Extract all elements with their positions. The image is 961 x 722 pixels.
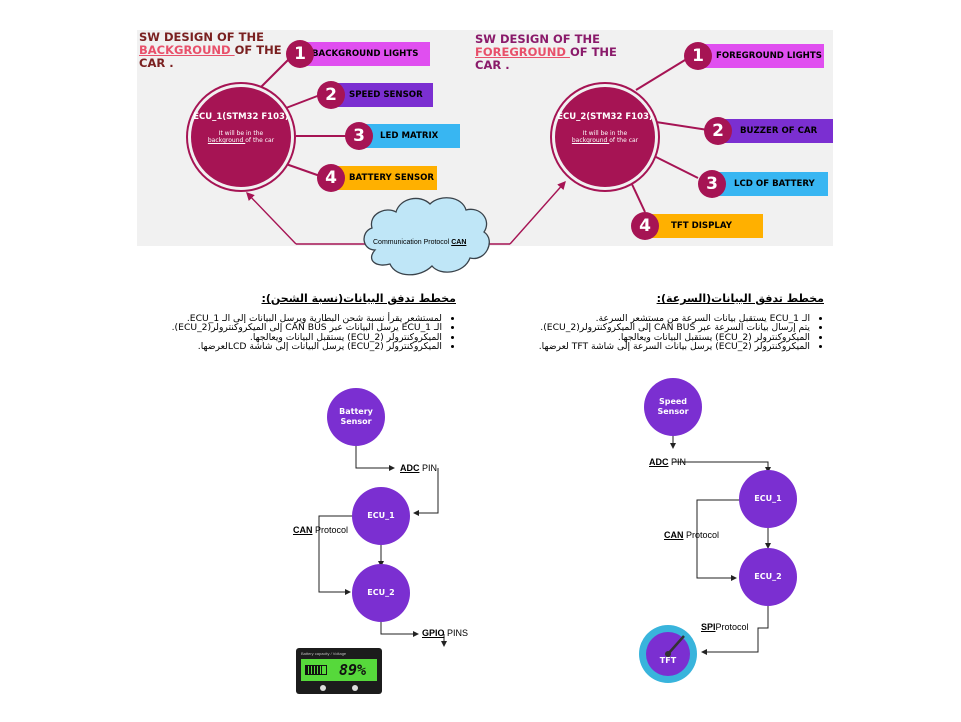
- ecu-desc: of the car: [609, 137, 639, 144]
- cloud-label-can: CAN: [451, 239, 467, 246]
- ecu2-node: ECU_2: [739, 548, 797, 606]
- pill-led-matrix: LED MATRIX: [360, 124, 460, 148]
- ecu-desc: of the car: [245, 137, 275, 144]
- spi-protocol-label: SPIProtocol: [701, 622, 749, 632]
- pill-label: TFT DISPLAY: [671, 221, 732, 231]
- pill-label: BUZZER OF CAR: [740, 126, 818, 136]
- title-rest: OF THE: [234, 43, 282, 57]
- lcd-button: [352, 685, 358, 691]
- label-rest: PIN: [419, 463, 438, 473]
- label-rest: Protocol: [683, 530, 720, 540]
- ecu1-title: ECU_1(STM32 F103): [193, 112, 289, 122]
- list-item: يتم إرسال بيانات السرعة عبر CAN BUS إلى …: [539, 323, 810, 333]
- badge-3: 3: [698, 170, 726, 198]
- pill-battery-sensor: BATTERY SENSOR: [333, 166, 437, 190]
- list-item: الميكروكنترولر (ECU_2) يرسل البيانات إلى…: [172, 342, 442, 352]
- pill-tft-display: TFT DISPLAY: [645, 214, 763, 238]
- can-protocol-label: CAN Protocol: [664, 530, 719, 540]
- label-bold: ADC: [400, 463, 420, 473]
- badge-1: 1: [684, 42, 712, 70]
- pill-lcd-battery: LCD OF BATTERY: [712, 172, 828, 196]
- label-rest: Protocol: [715, 622, 749, 632]
- pill-label: SPEED SENSOR: [349, 90, 423, 100]
- ecu1-node: ECU_1: [352, 487, 410, 545]
- badge-4: 4: [631, 212, 659, 240]
- label-bold: ADC: [649, 457, 669, 467]
- pill-speed-sensor: SPEED SENSOR: [333, 83, 433, 107]
- pill-label: LCD OF BATTERY: [734, 179, 815, 189]
- battery-level-icon: [305, 665, 327, 675]
- battery-flow-bullets: لمستشعر يقرأ نسبة شحن البطارية ويرسل الب…: [172, 314, 456, 352]
- battery-sensor-node: Battery Sensor: [327, 388, 385, 446]
- adc-pin-label: ADC PIN: [400, 463, 437, 473]
- pill-background-lights: BACKGROUND LIGHTS: [302, 42, 430, 66]
- ecu1-node: ECU_1: [739, 470, 797, 528]
- title-underlined: FOREGROUND: [475, 45, 570, 59]
- lcd-button: [320, 685, 326, 691]
- cloud-shape: [363, 197, 490, 276]
- pill-label: BATTERY SENSOR: [349, 173, 435, 183]
- tft-gauge-icon: [639, 625, 697, 683]
- title-line: SW DESIGN OF THE: [139, 30, 264, 44]
- speed-sensor-node: Speed Sensor: [644, 378, 702, 436]
- cloud-label-text: Communication Protocol: [373, 239, 452, 246]
- badge-2: 2: [317, 81, 345, 109]
- title-rest: OF THE: [569, 45, 617, 59]
- title-line: CAR .: [139, 56, 174, 70]
- speed-flow-bullets: الـ ECU_1 يستقبل بيانات السرعة من مستشعر…: [539, 314, 824, 352]
- label-bold: SPI: [701, 622, 716, 632]
- title-line: CAR .: [475, 58, 510, 72]
- label-rest: Protocol: [312, 525, 349, 535]
- list-item: لمستشعر يقرأ نسبة شحن البطارية ويرسل الب…: [172, 314, 442, 324]
- lcd-caption: Battery capacity / Voltage: [301, 651, 347, 656]
- title-underlined: BACKGROUND: [139, 43, 235, 57]
- label-rest: PINS: [444, 628, 469, 638]
- badge-3: 3: [345, 122, 373, 150]
- label-bold: CAN: [664, 530, 684, 540]
- tft-label: TFT: [659, 656, 677, 665]
- pill-label: BACKGROUND LIGHTS: [312, 49, 419, 59]
- pill-buzzer: BUZZER OF CAR: [720, 119, 833, 143]
- battery-lcd-display: Battery capacity / Voltage 89%: [296, 648, 382, 694]
- list-item: الـ ECU_1 يرسل البيانات عبر CAN BUS إلى …: [172, 323, 442, 333]
- list-item: الميكروكنترولر (ECU_2) يرسل بيانات السرع…: [539, 342, 810, 352]
- title-line: SW DESIGN OF THE: [475, 32, 600, 46]
- lcd-value: 89%: [339, 661, 367, 679]
- ecu2-node: ECU_2: [352, 564, 410, 622]
- badge-4: 4: [317, 164, 345, 192]
- speed-flow-heading: مخطط تدفق البيانات(السرعة):: [656, 292, 824, 305]
- right-panel-title: SW DESIGN OF THE FOREGROUND OF THE CAR .: [475, 33, 617, 72]
- label-bold: CAN: [293, 525, 313, 535]
- label-rest: PIN: [668, 457, 687, 467]
- left-panel-title: SW DESIGN OF THE BACKGROUND OF THE CAR .: [139, 31, 282, 70]
- cloud-label: Communication Protocol CAN: [373, 239, 466, 246]
- gpio-pins-label: GPIO PINS: [422, 628, 468, 638]
- pill-label: FOREGROUND LIGHTS: [716, 51, 822, 61]
- badge-1: 1: [286, 40, 314, 68]
- label-bold: GPIO: [422, 628, 445, 638]
- pill-foreground-lights: FOREGROUND LIGHTS: [700, 44, 824, 68]
- list-item: الميكروكنترولر (ECU_2) يستقبل البيانات و…: [172, 332, 442, 342]
- ecu-desc-underlined: background: [571, 137, 610, 144]
- list-item: الميكروكنترولر (ECU_2) يستقبل البيانات و…: [539, 332, 810, 342]
- list-item: الـ ECU_1 يستقبل بيانات السرعة من مستشعر…: [539, 314, 810, 324]
- can-protocol-label: CAN Protocol: [293, 525, 348, 535]
- ecu-desc-underlined: background: [207, 137, 246, 144]
- battery-flow-heading: مخطط تدفق البيانات(نسبة الشحن):: [261, 292, 456, 305]
- badge-2: 2: [704, 117, 732, 145]
- adc-pin-label: ADC PIN: [649, 457, 686, 467]
- ecu2-title: ECU_2(STM32 F103): [557, 112, 653, 122]
- pill-label: LED MATRIX: [380, 131, 439, 141]
- ecu-desc: It will be in the: [218, 130, 264, 137]
- lcd-screen: 89%: [301, 659, 377, 681]
- ecu-desc: It will be in the: [582, 130, 628, 137]
